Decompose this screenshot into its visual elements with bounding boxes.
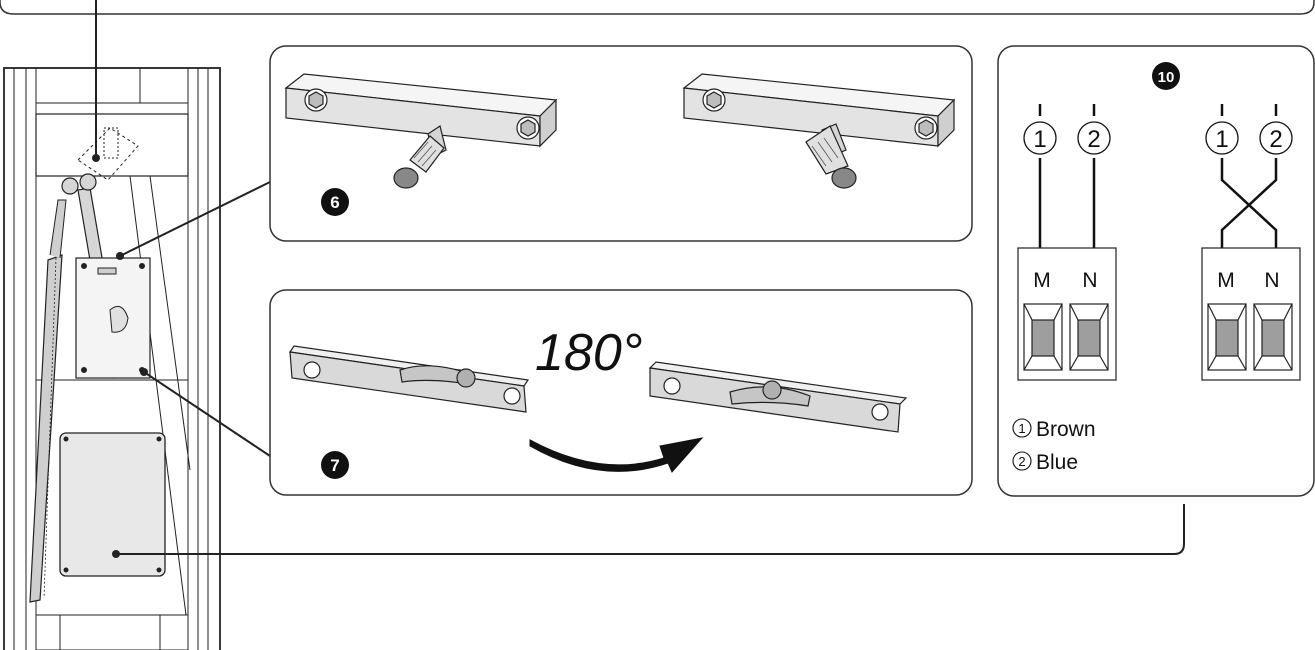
- left-terminal-m: M: [1033, 269, 1051, 292]
- right-wire-2-label: 2: [1269, 126, 1282, 153]
- bracket-right: [682, 73, 956, 189]
- legend-item2-number: 2: [1018, 454, 1025, 469]
- rotation-label: 180°: [535, 324, 643, 382]
- right-terminal-m: M: [1217, 269, 1235, 292]
- legend-item2-label: Blue: [1036, 451, 1078, 474]
- left-wire-1-label: 1: [1033, 126, 1046, 153]
- right-wire-2-circle: [1259, 121, 1293, 155]
- top-panel-edge: [0, 0, 1315, 15]
- control-box-screws: [63, 436, 162, 573]
- rotation-arrow: [529, 437, 704, 473]
- right-wire-1-label: 1: [1215, 126, 1228, 153]
- leader-lines: [92, 0, 1185, 558]
- motor-plate: [75, 257, 151, 379]
- step6-marker: 6: [321, 188, 349, 216]
- step10-number: 10: [1158, 69, 1175, 86]
- barrier-cabinet: [3, 67, 221, 650]
- bracket-after-rotation: [648, 361, 908, 433]
- right-terminal-n: N: [1264, 269, 1279, 292]
- right-terminal-block: [1201, 247, 1301, 381]
- left-wire-2-label: 2: [1087, 126, 1100, 153]
- step7-marker: 7: [321, 451, 349, 479]
- right-wire-1-circle: [1205, 121, 1239, 155]
- left-wiring: [1023, 104, 1111, 248]
- left-terminal-block: [1017, 247, 1117, 381]
- legend-item1-label: Brown: [1036, 418, 1096, 441]
- left-wire-2-circle: [1077, 121, 1111, 155]
- bracket-left: [284, 73, 558, 189]
- step10-panel: [997, 45, 1315, 497]
- step10-marker: 10: [1152, 62, 1180, 90]
- step7-panel: [269, 289, 973, 496]
- balance-spring: [29, 199, 67, 603]
- step6-panel: [269, 45, 973, 242]
- left-wire-1-circle: [1023, 121, 1057, 155]
- step7-number: 7: [330, 456, 339, 475]
- right-wiring: [1205, 104, 1293, 248]
- wire-color-legend: 1 Brown 2 Blue: [1012, 418, 1096, 474]
- step6-number: 6: [330, 193, 339, 212]
- left-terminal-n: N: [1082, 269, 1097, 292]
- control-box: [59, 432, 166, 577]
- legend-item1-number: 1: [1018, 421, 1025, 436]
- bracket-before-rotation: [288, 345, 530, 413]
